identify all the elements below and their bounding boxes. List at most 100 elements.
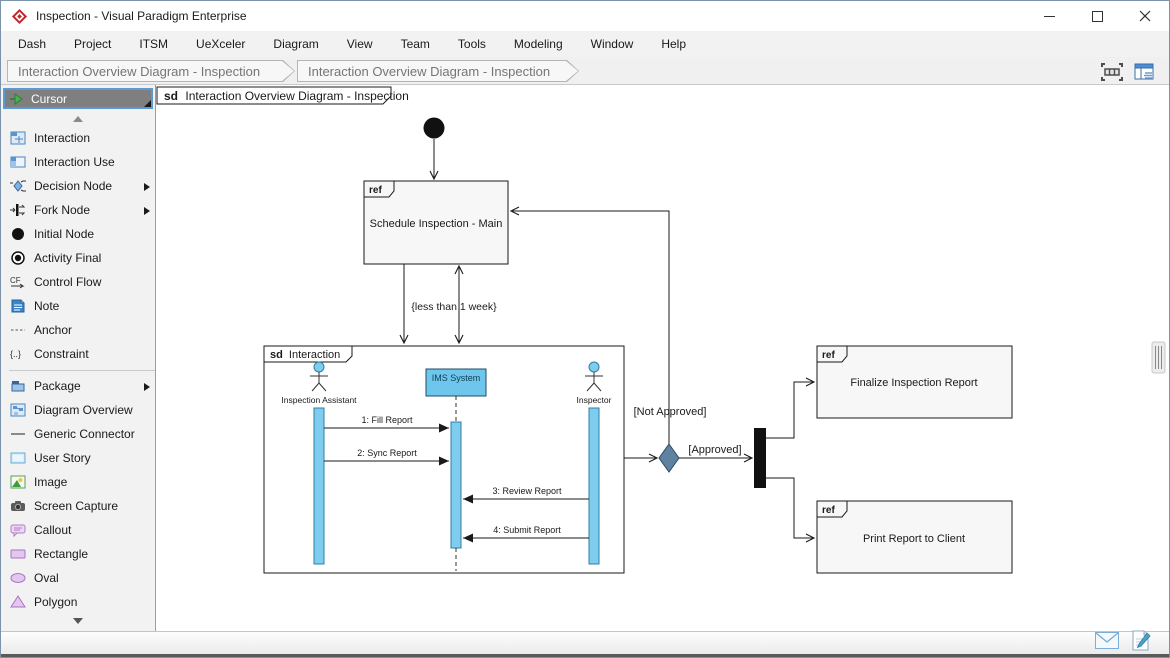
interaction-use-icon xyxy=(9,154,26,171)
ref-print-report[interactable]: ref Print Report to Client xyxy=(816,500,1013,574)
menu-item-view[interactable]: View xyxy=(346,37,373,51)
menu-item-uexceler[interactable]: UeXceler xyxy=(196,37,246,51)
tool-control-flow[interactable]: CF Control Flow xyxy=(1,270,155,294)
tool-label: Image xyxy=(34,475,68,489)
callout-icon xyxy=(9,522,26,539)
envelope-icon xyxy=(1095,632,1119,649)
tool-label: Decision Node xyxy=(34,179,113,193)
ref-schedule-inspection[interactable]: ref Schedule Inspection - Main xyxy=(363,180,509,265)
message-label: 4: Submit Report xyxy=(493,525,561,535)
breadcrumb: Interaction Overview Diagram - Inspectio… xyxy=(1,57,1169,85)
tool-label: Fork Node xyxy=(34,203,91,217)
fork-node[interactable] xyxy=(754,428,766,488)
lifeline-label: Inspection Assistant xyxy=(281,395,357,405)
interaction-icon xyxy=(9,130,26,147)
ref-tab xyxy=(363,180,395,198)
submenu-arrow-icon[interactable] xyxy=(144,183,150,191)
tool-initial-node[interactable]: Initial Node xyxy=(1,222,155,246)
message-label: 1: Fill Report xyxy=(361,415,413,425)
control-flow-not-approved[interactable] xyxy=(509,206,670,444)
tool-label: Screen Capture xyxy=(34,499,119,513)
frame-title: Interaction Overview Diagram - Inspectio… xyxy=(185,89,408,103)
tool-note[interactable]: Note xyxy=(1,294,155,318)
interaction-frame-tab xyxy=(263,345,353,363)
guard-approved: [Approved] xyxy=(688,444,741,456)
ref-label: Print Report to Client xyxy=(863,533,965,545)
tool-anchor[interactable]: Anchor xyxy=(1,318,155,342)
submenu-arrow-icon[interactable] xyxy=(144,207,150,215)
menu-item-tools[interactable]: Tools xyxy=(457,37,486,51)
message-label: 3: Review Report xyxy=(492,486,562,496)
generic-connector-icon xyxy=(9,426,26,443)
breadcrumb-item-2[interactable]: Interaction Overview Diagram - Inspectio… xyxy=(297,60,579,82)
svg-text:sd Interaction: sd Interaction xyxy=(270,349,340,361)
control-flow-to-finalize[interactable] xyxy=(766,377,816,439)
actor-inspector[interactable]: Inspector xyxy=(577,361,612,565)
window-panel-icon xyxy=(1134,63,1154,80)
menu-item-window[interactable]: Window xyxy=(590,37,634,51)
tool-label: Polygon xyxy=(34,595,78,609)
duration-constraint-label: {less than 1 week} xyxy=(411,301,497,313)
message-pane-button[interactable] xyxy=(1095,632,1119,654)
constraint-glyph: {..} xyxy=(10,349,21,359)
tool-generic-connector[interactable]: Generic Connector xyxy=(1,422,155,446)
lifeline-head[interactable] xyxy=(425,368,487,397)
tool-rectangle[interactable]: Rectangle xyxy=(1,542,155,566)
menu-item-project[interactable]: Project xyxy=(74,37,112,51)
tool-decision-node[interactable]: Decision Node xyxy=(1,174,155,198)
menu-item-team[interactable]: Team xyxy=(400,37,430,51)
cursor-tool[interactable]: Cursor xyxy=(3,88,153,109)
toolbox-scroll-down[interactable] xyxy=(1,613,155,628)
constraint-icon: {..} xyxy=(9,346,26,363)
tool-interaction-use[interactable]: Interaction Use xyxy=(1,150,155,174)
actor-inspection-assistant[interactable]: Inspection Assistant xyxy=(281,361,357,565)
decision-node[interactable] xyxy=(658,443,680,473)
interaction-title: Interaction xyxy=(289,349,340,361)
menu-item-diagram[interactable]: Diagram xyxy=(273,37,319,51)
minimize-button[interactable] xyxy=(1025,1,1073,31)
menu-item-modeling[interactable]: Modeling xyxy=(513,37,563,51)
edit-description-button[interactable] xyxy=(1131,630,1151,656)
svg-text:sd Interaction Overv: sd Interaction Overview Diagram - Inspec… xyxy=(164,89,409,103)
diagram-navigator-button[interactable] xyxy=(1131,60,1157,84)
diagram-canvas[interactable]: sd Interaction Overview Diagram - Inspec… xyxy=(156,85,1169,631)
tool-user-story[interactable]: User Story xyxy=(1,446,155,470)
cursor-tool-label: Cursor xyxy=(31,91,68,106)
submenu-arrow-icon[interactable] xyxy=(144,383,150,391)
tool-polygon[interactable]: Polygon xyxy=(1,590,155,614)
initial-node[interactable] xyxy=(423,117,445,139)
toolbox-scroll-up[interactable] xyxy=(1,111,155,126)
diagram-frame-tab xyxy=(156,86,392,105)
tool-oval[interactable]: Oval xyxy=(1,566,155,590)
tool-package[interactable]: Package xyxy=(1,374,155,398)
message-label: 2: Sync Report xyxy=(357,448,417,458)
tool-activity-final[interactable]: Activity Final xyxy=(1,246,155,270)
tool-screen-capture[interactable]: Screen Capture xyxy=(1,494,155,518)
tool-interaction[interactable]: Interaction xyxy=(1,126,155,150)
tool-diagram-overview[interactable]: Diagram Overview xyxy=(1,398,155,422)
ref-finalize-report[interactable]: ref Finalize Inspection Report xyxy=(816,345,1013,419)
tool-label: Control Flow xyxy=(34,275,102,289)
tool-label: Package xyxy=(34,379,81,393)
diagram-overview-icon xyxy=(9,402,26,419)
initial-node-icon xyxy=(9,226,26,243)
menu-item-itsm[interactable]: ITSM xyxy=(139,37,169,51)
tool-callout[interactable]: Callout xyxy=(1,518,155,542)
lifeline-label: IMS System xyxy=(432,373,481,383)
cursor-submenu-corner xyxy=(144,100,151,107)
ref-tab xyxy=(816,500,848,518)
menu-item-dash[interactable]: Dash xyxy=(18,37,47,51)
tool-label: User Story xyxy=(34,451,91,465)
tool-fork-node[interactable]: Fork Node xyxy=(1,198,155,222)
maximize-button[interactable] xyxy=(1073,1,1121,31)
lifeline-ims-system[interactable]: IMS System xyxy=(425,368,487,571)
fit-shapes-size-button[interactable] xyxy=(1099,60,1125,84)
tool-image[interactable]: Image xyxy=(1,470,155,494)
control-flow-to-print[interactable] xyxy=(766,477,816,543)
menu-item-help[interactable]: Help xyxy=(661,37,686,51)
panel-grip-handle[interactable] xyxy=(1151,341,1166,374)
breadcrumb-item-1[interactable]: Interaction Overview Diagram - Inspectio… xyxy=(7,60,295,82)
tool-constraint[interactable]: {..} Constraint xyxy=(1,342,155,366)
close-button[interactable] xyxy=(1121,1,1169,31)
window-bottom-edge xyxy=(1,654,1169,657)
